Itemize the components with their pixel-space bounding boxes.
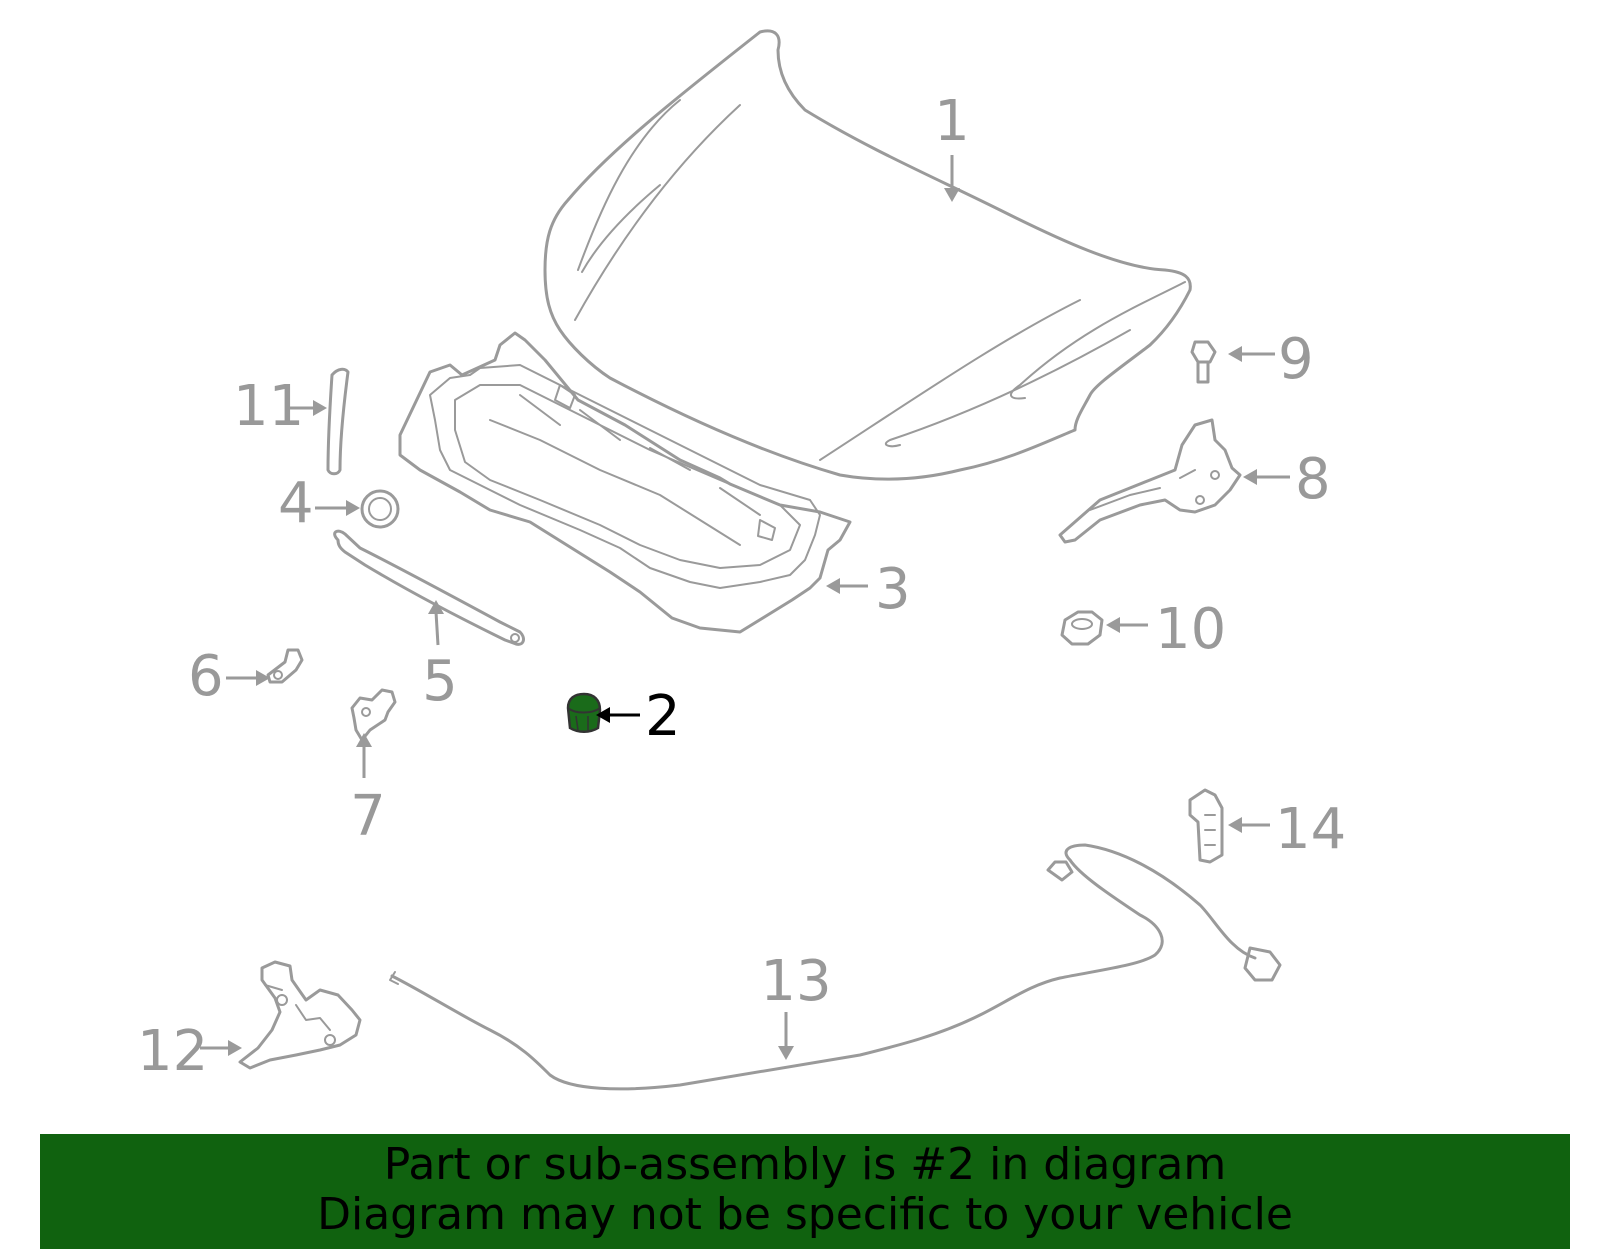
svg-text:2: 2 xyxy=(645,684,681,749)
callout-11: 11 xyxy=(233,374,327,439)
callout-10: 10 xyxy=(1106,597,1226,662)
svg-text:10: 10 xyxy=(1155,597,1226,662)
callout-5: 5 xyxy=(422,600,458,714)
callout-6: 6 xyxy=(188,644,270,709)
part-8-hinge xyxy=(1058,418,1242,544)
svg-text:13: 13 xyxy=(760,949,831,1014)
part-9-bolt xyxy=(1190,340,1217,384)
callout-3: 3 xyxy=(826,557,911,622)
svg-text:11: 11 xyxy=(233,374,304,439)
banner-line-1: Part or sub-assembly is #2 in diagram xyxy=(383,1139,1227,1190)
part-14-clip xyxy=(1188,788,1224,864)
part-1-hood xyxy=(543,29,1192,481)
part-4-grommet xyxy=(360,489,400,529)
callout-14: 14 xyxy=(1228,797,1346,862)
svg-text:12: 12 xyxy=(137,1019,208,1084)
part-11-seal xyxy=(326,367,350,476)
part-10-nut xyxy=(1060,610,1104,646)
part-2-bumper xyxy=(566,692,602,733)
part-13-cable xyxy=(389,843,1282,1091)
svg-text:1: 1 xyxy=(934,89,970,154)
callout-9: 9 xyxy=(1228,327,1314,392)
callout-8: 8 xyxy=(1243,447,1331,512)
part-6-clip xyxy=(266,648,304,684)
callout-12: 12 xyxy=(137,1019,242,1084)
svg-text:7: 7 xyxy=(350,784,386,849)
info-banner: Part or sub-assembly is #2 in diagram Di… xyxy=(40,1134,1570,1249)
svg-text:14: 14 xyxy=(1275,797,1346,862)
svg-text:8: 8 xyxy=(1295,447,1331,512)
svg-text:4: 4 xyxy=(278,471,314,536)
part-3-insulator xyxy=(398,331,852,634)
part-5-prop-rod xyxy=(333,529,525,646)
callout-2: 2 xyxy=(596,684,681,749)
banner-line-2: Diagram may not be specific to your vehi… xyxy=(317,1189,1293,1240)
svg-text:9: 9 xyxy=(1278,327,1314,392)
part-12-latch xyxy=(238,960,362,1070)
part-7-bracket xyxy=(350,688,397,742)
callout-13: 13 xyxy=(760,949,832,1060)
svg-text:3: 3 xyxy=(875,557,911,622)
callout-4: 4 xyxy=(278,471,360,536)
svg-text:6: 6 xyxy=(188,644,224,709)
callout-7: 7 xyxy=(350,733,386,849)
svg-text:5: 5 xyxy=(422,649,458,714)
callout-1: 1 xyxy=(934,89,970,202)
